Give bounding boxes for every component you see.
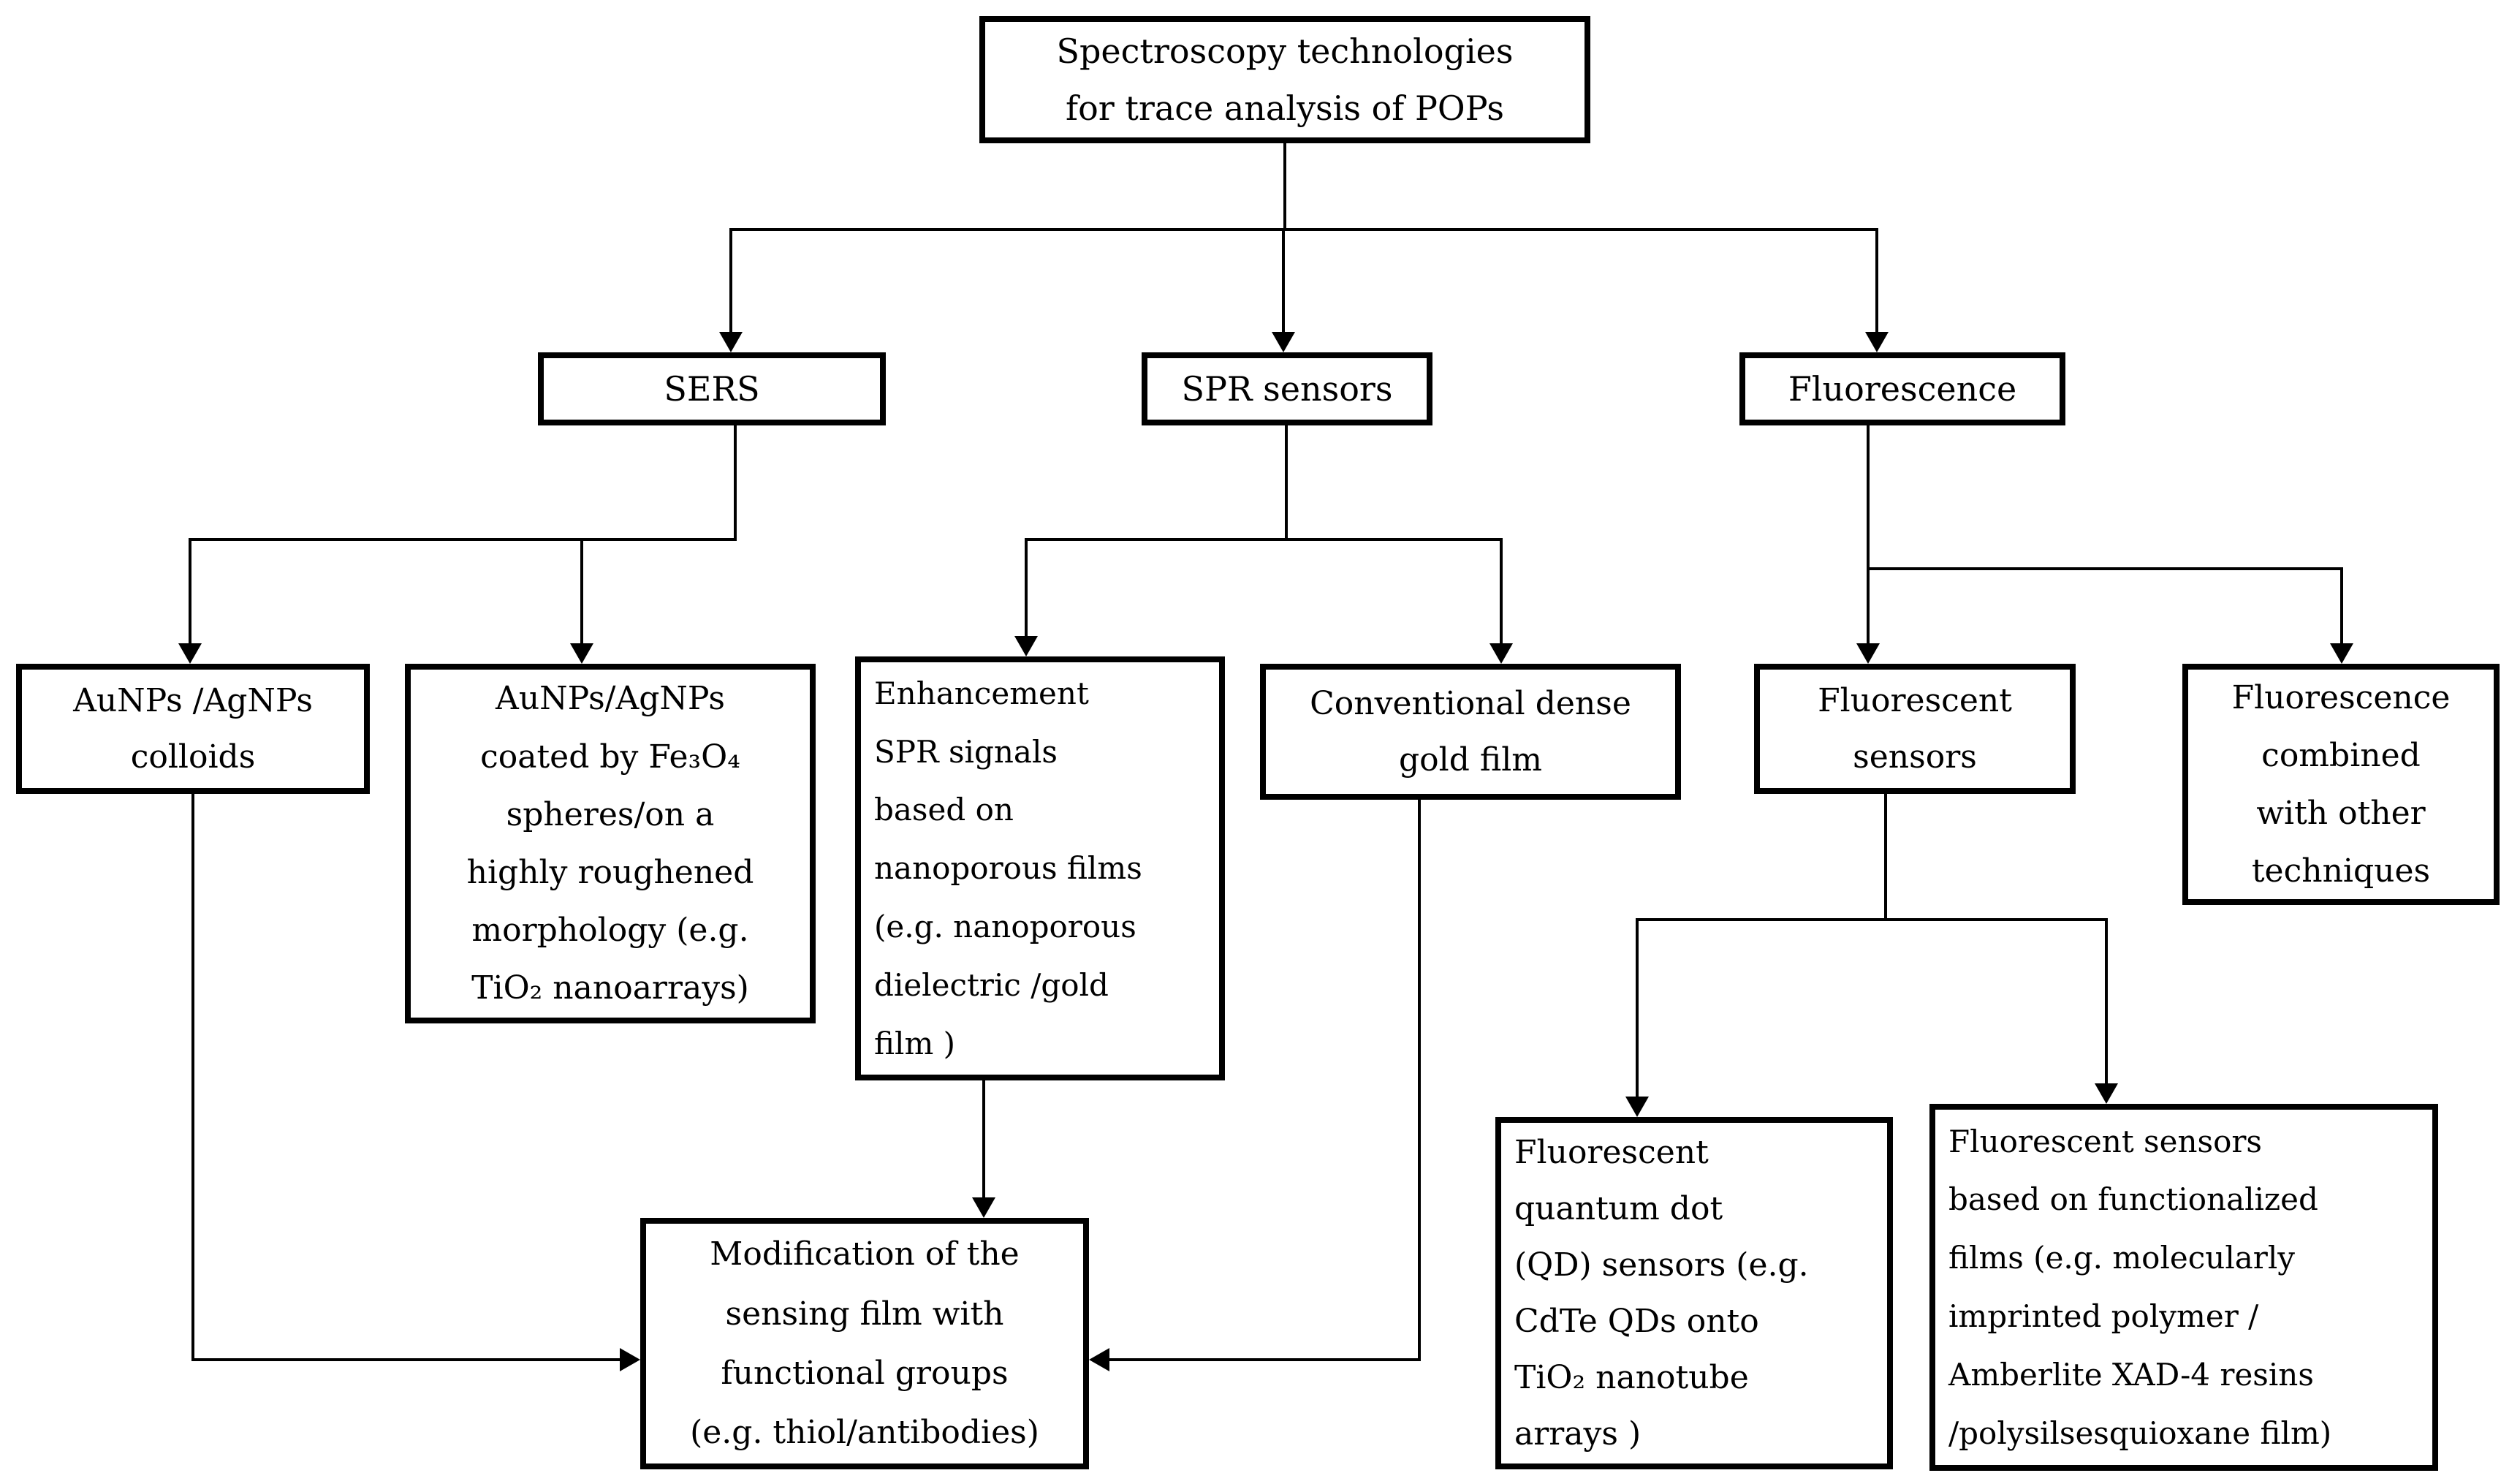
node-qd-sensors-label: Fluorescent quantum dot (QD) sensors (e.… bbox=[1514, 1134, 1809, 1453]
arrowhead-down-spr bbox=[1272, 332, 1295, 352]
node-colloids-label: AuNPs /AgNPs colloids bbox=[73, 682, 313, 776]
arrowhead-down-sers bbox=[719, 332, 743, 352]
connector-sers-stem bbox=[734, 425, 737, 538]
connector-fluorescent-sensors-stem bbox=[1884, 794, 1887, 918]
node-functionalized: Fluorescent sensors based on functionali… bbox=[1929, 1104, 2438, 1471]
connector-drop-qd bbox=[1636, 918, 1639, 1097]
node-modification: Modification of the sensing film with fu… bbox=[640, 1218, 1089, 1469]
connector-sers-splitter bbox=[190, 538, 737, 541]
connector-fluorescence-splitter bbox=[1867, 567, 2343, 570]
connector-conventional-left bbox=[1109, 1358, 1421, 1361]
connector-colloids-down bbox=[191, 794, 194, 1360]
node-sers-label: SERS bbox=[664, 368, 760, 409]
arrowhead-left-modification bbox=[1089, 1348, 1109, 1371]
connector-drop-fluorescence-combined bbox=[2340, 567, 2343, 643]
node-fluorescence-label: Fluorescence bbox=[1788, 368, 2017, 409]
connector-drop-conventional bbox=[1500, 538, 1503, 643]
node-colloids: AuNPs /AgNPs colloids bbox=[16, 664, 370, 794]
node-conventional-label: Conventional dense gold film bbox=[1310, 685, 1631, 779]
arrowhead-down-colloids bbox=[178, 643, 202, 664]
node-spr-label: SPR sensors bbox=[1181, 368, 1393, 409]
arrowhead-down-conventional bbox=[1489, 643, 1513, 664]
node-root-label: Spectroscopy technologies for trace anal… bbox=[1056, 31, 1514, 128]
connector-fluorescent-sensors-splitter bbox=[1637, 918, 2106, 921]
connector-drop-colloids bbox=[189, 538, 191, 643]
node-fluorescence-combined: Fluorescence combined with other techniq… bbox=[2182, 664, 2500, 905]
connector-conventional-down bbox=[1418, 800, 1421, 1360]
node-coated-label: AuNPs/AgNPs coated by Fe₃O₄ spheres/on a… bbox=[466, 680, 754, 1007]
connector-colloids-right bbox=[191, 1358, 620, 1361]
arrowhead-down-fluorescence-combined bbox=[2330, 643, 2353, 664]
connector-drop-fluorescence bbox=[1875, 228, 1878, 332]
arrowhead-down-modification bbox=[972, 1197, 995, 1218]
node-enhancement-label: Enhancement SPR signals based on nanopor… bbox=[874, 675, 1142, 1061]
node-fluorescence-combined-label: Fluorescence combined with other techniq… bbox=[2231, 678, 2451, 890]
arrowhead-down-qd bbox=[1625, 1097, 1649, 1117]
connector-drop-spr bbox=[1282, 228, 1285, 332]
connector-drop-sers bbox=[729, 228, 732, 332]
connector-fluorescence-stem bbox=[1867, 425, 1870, 643]
connector-drop-coated bbox=[580, 538, 583, 643]
node-spr: SPR sensors bbox=[1142, 352, 1432, 425]
node-fluorescent-sensors-label: Fluorescent sensors bbox=[1818, 682, 2012, 776]
arrowhead-right-modification bbox=[620, 1348, 640, 1371]
connector-spr-stem bbox=[1285, 425, 1288, 538]
arrowhead-down-fluorescence bbox=[1865, 332, 1889, 352]
node-conventional: Conventional dense gold film bbox=[1260, 664, 1681, 800]
node-functionalized-label: Fluorescent sensors based on functionali… bbox=[1948, 1123, 2332, 1451]
connector-enhancement-down bbox=[982, 1080, 985, 1197]
connector-spr-splitter bbox=[1026, 538, 1503, 541]
arrowhead-down-enhancement bbox=[1014, 636, 1038, 656]
node-fluorescent-sensors: Fluorescent sensors bbox=[1754, 664, 2076, 794]
arrowhead-down-coated bbox=[570, 643, 593, 664]
connector-root-stem bbox=[1283, 143, 1286, 228]
node-root: Spectroscopy technologies for trace anal… bbox=[979, 16, 1590, 143]
node-sers: SERS bbox=[538, 352, 886, 425]
node-coated: AuNPs/AgNPs coated by Fe₃O₄ spheres/on a… bbox=[405, 664, 816, 1023]
node-enhancement: Enhancement SPR signals based on nanopor… bbox=[855, 656, 1225, 1080]
connector-top-splitter bbox=[731, 228, 1877, 231]
node-modification-label: Modification of the sensing film with fu… bbox=[690, 1235, 1039, 1452]
connector-drop-enhancement bbox=[1025, 538, 1028, 636]
node-fluorescence: Fluorescence bbox=[1739, 352, 2065, 425]
arrowhead-down-fluorescent-sensors bbox=[1856, 643, 1880, 664]
connector-drop-functionalized bbox=[2105, 918, 2108, 1083]
arrowhead-down-functionalized bbox=[2095, 1083, 2118, 1104]
node-qd-sensors: Fluorescent quantum dot (QD) sensors (e.… bbox=[1495, 1117, 1893, 1469]
